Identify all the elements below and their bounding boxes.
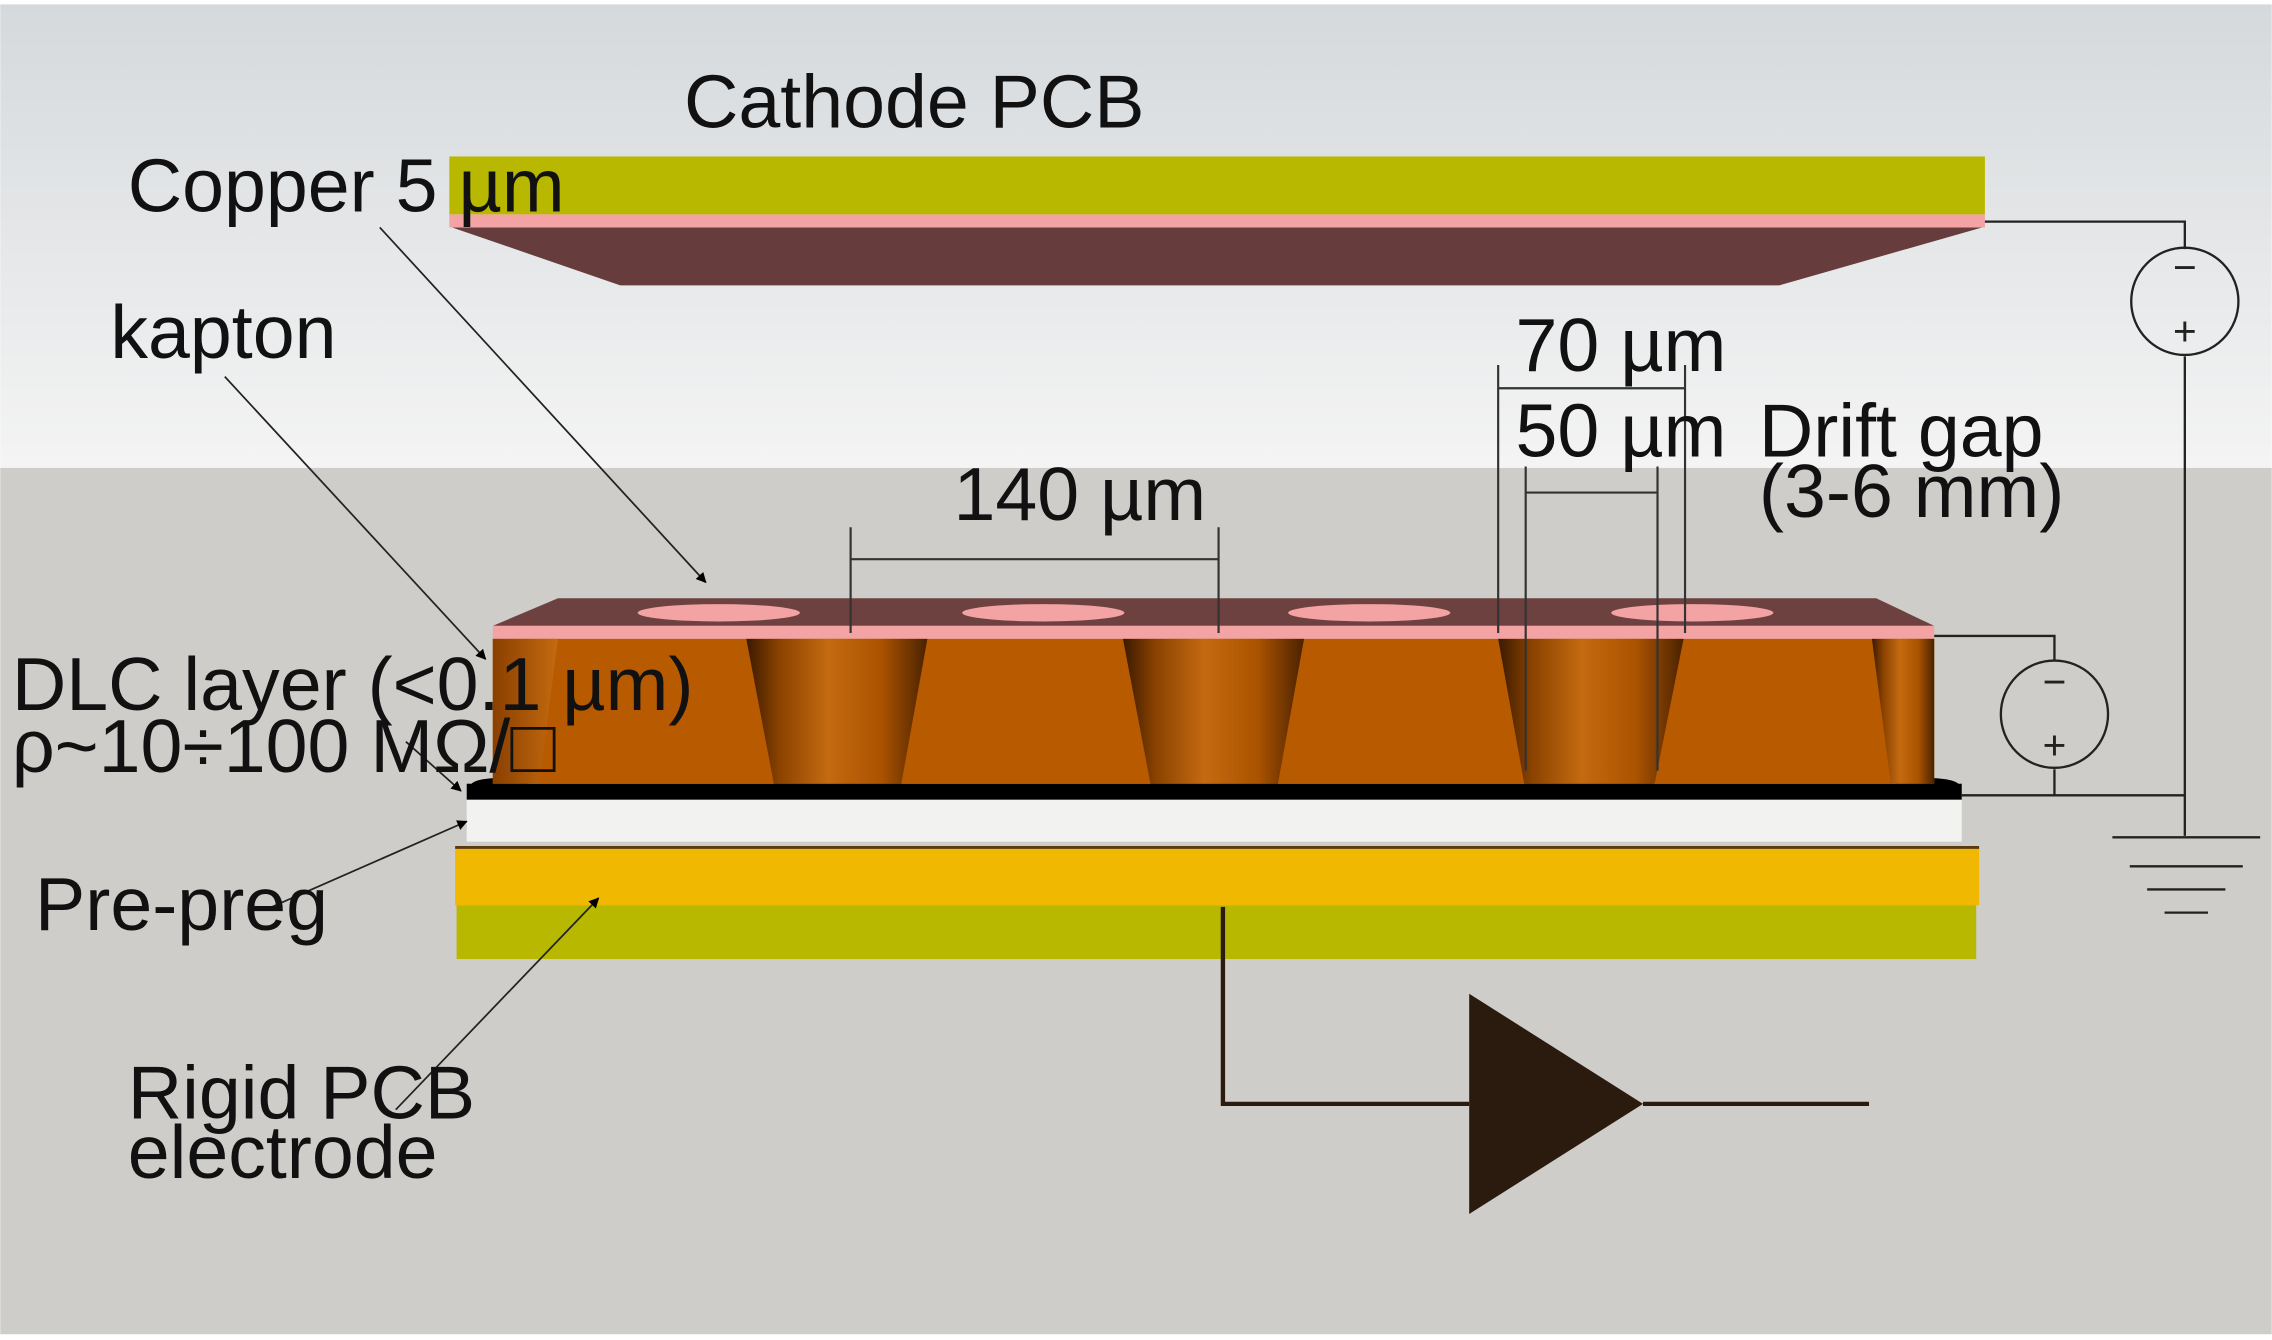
copper-leader: [379, 226, 707, 584]
hole: [1498, 638, 1684, 784]
hole: [746, 638, 928, 784]
top-copper-face: [492, 598, 1935, 626]
rigid-pcb-label: Rigid PCB: [128, 1050, 475, 1134]
dlc-layer-label: DLC layer (<0.1 µm): [12, 642, 694, 726]
hole-edge-right: [1871, 638, 1935, 784]
copper-label: Copper 5 µm: [128, 144, 565, 228]
kapton-label: kapton: [110, 290, 336, 374]
resistivity-label: ρ~10÷100 MΩ/□: [12, 704, 556, 788]
top-copper-front: [492, 625, 1935, 639]
pre-preg-leader: [265, 820, 468, 911]
rigid-pcb-electrode: [455, 846, 1980, 960]
circuit-wiring: [1934, 220, 2261, 914]
labels: Cathode PCB Copper 5 µm kapton DLC layer…: [12, 59, 2064, 1193]
amplifier-triangle: [1469, 993, 1644, 1214]
cathode-copper-layer: [449, 214, 1985, 228]
inner-diameter-label: 50 µm: [1516, 388, 1727, 472]
minus-sign: −: [2043, 658, 2067, 704]
mesh-power-supply: − +: [1999, 658, 2110, 769]
hole-rim: [1288, 604, 1451, 622]
cathode-body: [452, 227, 1983, 286]
kapton-leader: [224, 376, 487, 660]
cathode-pcb: [449, 156, 1985, 286]
pre-preg-label: Pre-preg: [35, 862, 328, 946]
dimension-lines: [849, 365, 1687, 771]
hole-rim: [637, 604, 800, 622]
electrode-label: electrode: [128, 1110, 438, 1194]
leader-lines: [224, 226, 707, 1111]
drift-gap-label: Drift gap: [1759, 388, 2044, 472]
hole-rim: [1611, 604, 1774, 622]
pitch-label: 140 µm: [953, 452, 1206, 536]
plus-sign: +: [2173, 308, 2197, 354]
rigid-pcb-yellow: [455, 847, 1980, 906]
cathode-power-supply: − +: [2130, 244, 2240, 357]
kapton-layer: [492, 598, 1935, 784]
pre-preg-layer: [466, 799, 1962, 842]
rigid-pcb-green: [456, 903, 1977, 960]
cathode-fr4-layer: [449, 156, 1985, 215]
amplifier: [1220, 906, 1870, 1214]
hole-edge-left: [492, 638, 558, 784]
drift-gap-range-label: (3-6 mm): [1759, 449, 2064, 533]
hole: [1122, 638, 1305, 784]
dlc-leader: [405, 741, 462, 792]
cathode-pcb-label: Cathode PCB: [684, 59, 1145, 143]
plus-sign: +: [2043, 722, 2067, 768]
rigid-pcb-leader: [395, 897, 600, 1111]
outer-diameter-label: 70 µm: [1516, 303, 1727, 387]
minus-sign: −: [2173, 244, 2197, 290]
hole-rim: [962, 604, 1125, 622]
